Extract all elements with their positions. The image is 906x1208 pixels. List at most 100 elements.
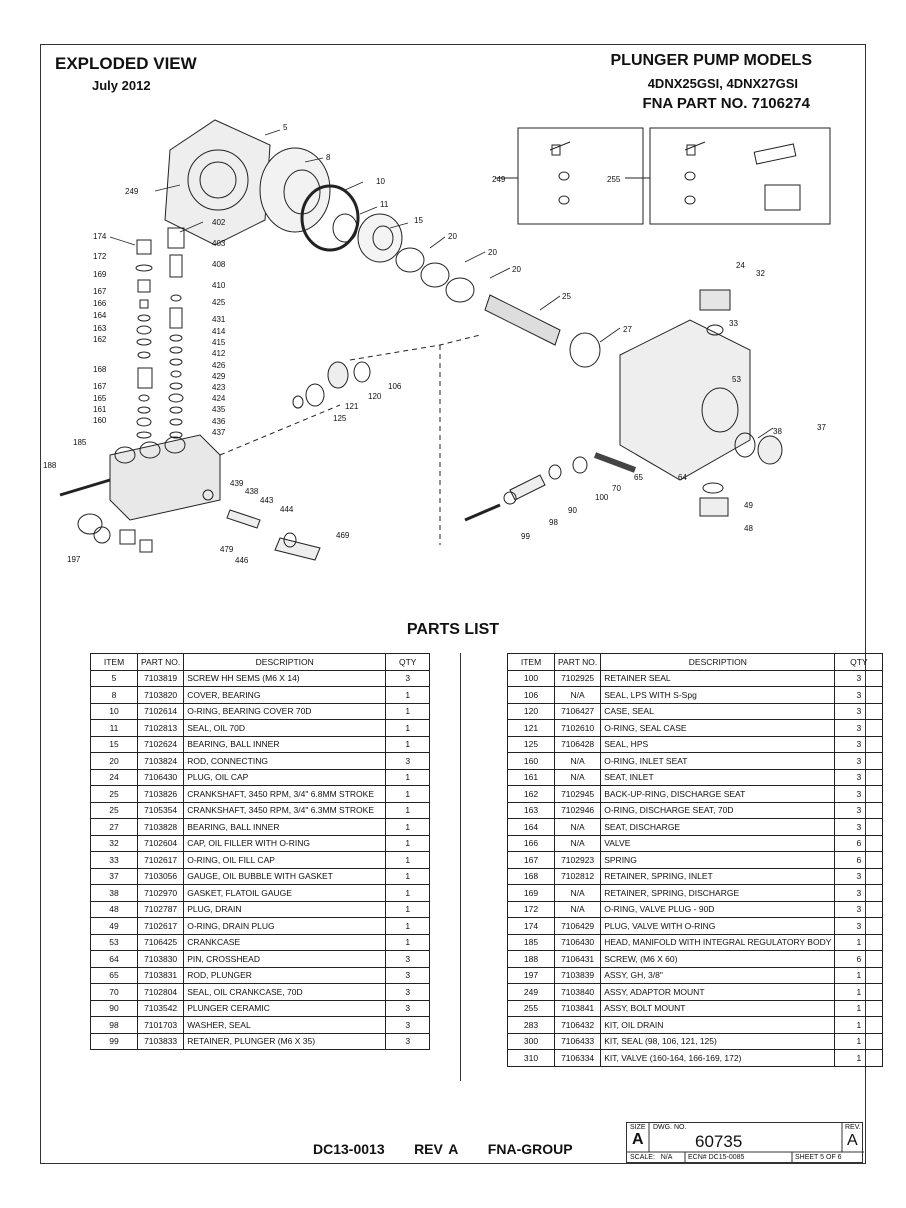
qty-cell: 3 [834,785,884,803]
part-no-cell: 7105354 [136,801,185,819]
description-cell: ROD, CONNECTING [183,752,387,770]
description-cell: BEARING, BALL INNER [183,735,387,753]
part-no-cell: N/A [553,686,602,704]
qty-cell: 1 [385,818,431,836]
table-header-row: ITEM PART NO. DESCRIPTION QTY [90,653,431,671]
qty-cell: 3 [834,884,884,902]
qty-cell: 1 [385,933,431,951]
part-no-cell: 7106430 [553,933,602,951]
qty-cell: 3 [385,950,431,968]
svg-text:174: 174 [93,232,107,241]
description-cell: RETAINER SEAL [600,669,836,687]
qty-cell: 3 [834,752,884,770]
svg-text:469: 469 [336,531,350,540]
description-cell: O-RING, SEAL CASE [600,719,836,737]
item-cell: 160 [507,752,555,770]
item-cell: 185 [507,933,555,951]
svg-text:167: 167 [93,287,107,296]
item-cell: 121 [507,719,555,737]
footer-group: FNA-GROUP [487,1141,573,1157]
qty-cell: 1 [385,801,431,819]
part-no-cell: 7106428 [553,735,602,753]
description-cell: KIT, VALVE (160-164, 166-169, 172) [600,1049,836,1067]
item-cell: 27 [90,818,138,836]
svg-text:90: 90 [568,506,577,515]
svg-text:15: 15 [414,216,423,225]
page-title: EXPLODED VIEW [55,54,197,73]
description-cell: SCREW, (M6 X 60) [600,950,836,968]
part-no-cell: 7102923 [553,851,602,869]
part-no-cell: 7103056 [136,867,185,885]
svg-text:188: 188 [43,461,57,470]
page-date: July 2012 [92,78,151,93]
qty-cell: 1 [385,884,431,902]
description-cell: PLUG, DRAIN [183,900,387,918]
svg-text:37: 37 [817,423,826,432]
part-no-cell: 7102610 [553,719,602,737]
description-cell: ROD, PLUNGER [183,966,387,984]
svg-text:167: 167 [93,382,107,391]
tb-dwg-label: DWG. NO. [653,1124,687,1131]
qty-cell: 3 [834,818,884,836]
description-cell: PLUNGER CERAMIC [183,999,387,1017]
qty-cell: 1 [834,999,884,1017]
svg-text:53: 53 [732,375,741,384]
part-no-cell: 7103831 [136,966,185,984]
part-no-cell: 7102617 [136,851,185,869]
item-cell: 166 [507,834,555,852]
svg-text:168: 168 [93,365,107,374]
qty-cell: 1 [385,735,431,753]
qty-cell: 3 [385,1016,431,1034]
part-no-cell: 7106432 [553,1016,602,1034]
svg-text:161: 161 [93,405,107,414]
item-cell: 48 [90,900,138,918]
item-cell: 65 [90,966,138,984]
item-cell: 168 [507,867,555,885]
col-part-no: PART NO. [136,653,185,671]
tb-rev-label: REV. [845,1124,861,1131]
qty-cell: 1 [834,933,884,951]
col-item: ITEM [90,653,138,671]
description-cell: SEAL, LPS WITH S-Spg [600,686,836,704]
svg-text:70: 70 [612,484,621,493]
inset-box-249 [517,127,644,225]
footer-doc-info: DC13-0013 REV A FNA-GROUP [313,1141,573,1157]
col-qty: QTY [385,653,431,671]
description-cell: RETAINER, SPRING, INLET [600,867,836,885]
part-no-cell: 7102812 [553,867,602,885]
svg-text:100: 100 [595,493,609,502]
svg-text:412: 412 [212,349,226,358]
part-no-cell: 7103820 [136,686,185,704]
part-no-cell: N/A [553,884,602,902]
svg-text:8: 8 [326,153,331,162]
item-cell: 33 [90,851,138,869]
description-cell: CASE, SEAL [600,702,836,720]
description-cell: ASSY, ADAPTOR MOUNT [600,983,836,1001]
tb-size-label: SIZE [630,1124,646,1131]
svg-text:10: 10 [376,177,385,186]
svg-text:65: 65 [634,473,643,482]
qty-cell: 3 [385,983,431,1001]
svg-text:98: 98 [549,518,558,527]
description-cell: O-RING, BEARING COVER 70D [183,702,387,720]
description-cell: PIN, CROSSHEAD [183,950,387,968]
